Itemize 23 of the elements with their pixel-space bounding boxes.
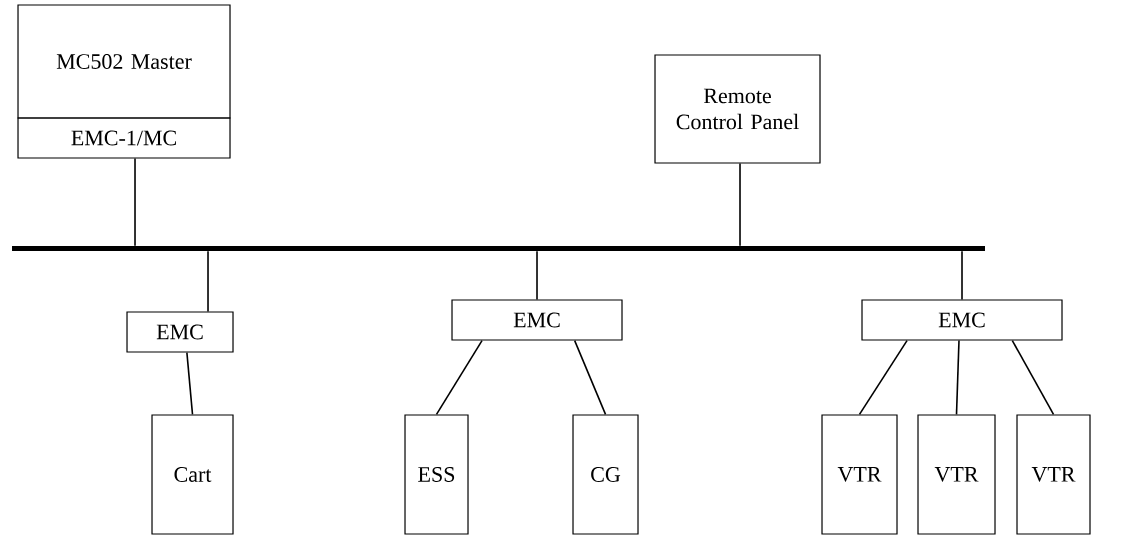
connector-line: [435, 339, 483, 416]
device-box: CG: [572, 414, 639, 535]
device-box: VTR: [821, 414, 898, 535]
connector-line: [186, 351, 194, 416]
connector-line: [134, 157, 136, 247]
connector-line: [961, 250, 963, 301]
device-box: VTR: [1016, 414, 1091, 535]
device-box: ESS: [404, 414, 469, 535]
connector-line: [739, 162, 741, 247]
connector-line: [1011, 339, 1055, 416]
device-box: EMC: [861, 299, 1063, 341]
device-box: EMC: [451, 299, 623, 341]
device-box: Remote Control Panel: [654, 54, 821, 164]
device-box: EMC: [126, 311, 234, 353]
connector-line: [955, 339, 960, 416]
connector-line: [573, 339, 607, 416]
connector-line: [858, 339, 908, 416]
device-box: EMC-1/MC: [17, 117, 231, 159]
device-box: Cart: [151, 414, 234, 535]
connector-line: [207, 250, 209, 313]
device-box: VTR: [917, 414, 996, 535]
device-box: MC502 Master: [17, 4, 231, 119]
connector-line: [536, 250, 538, 301]
